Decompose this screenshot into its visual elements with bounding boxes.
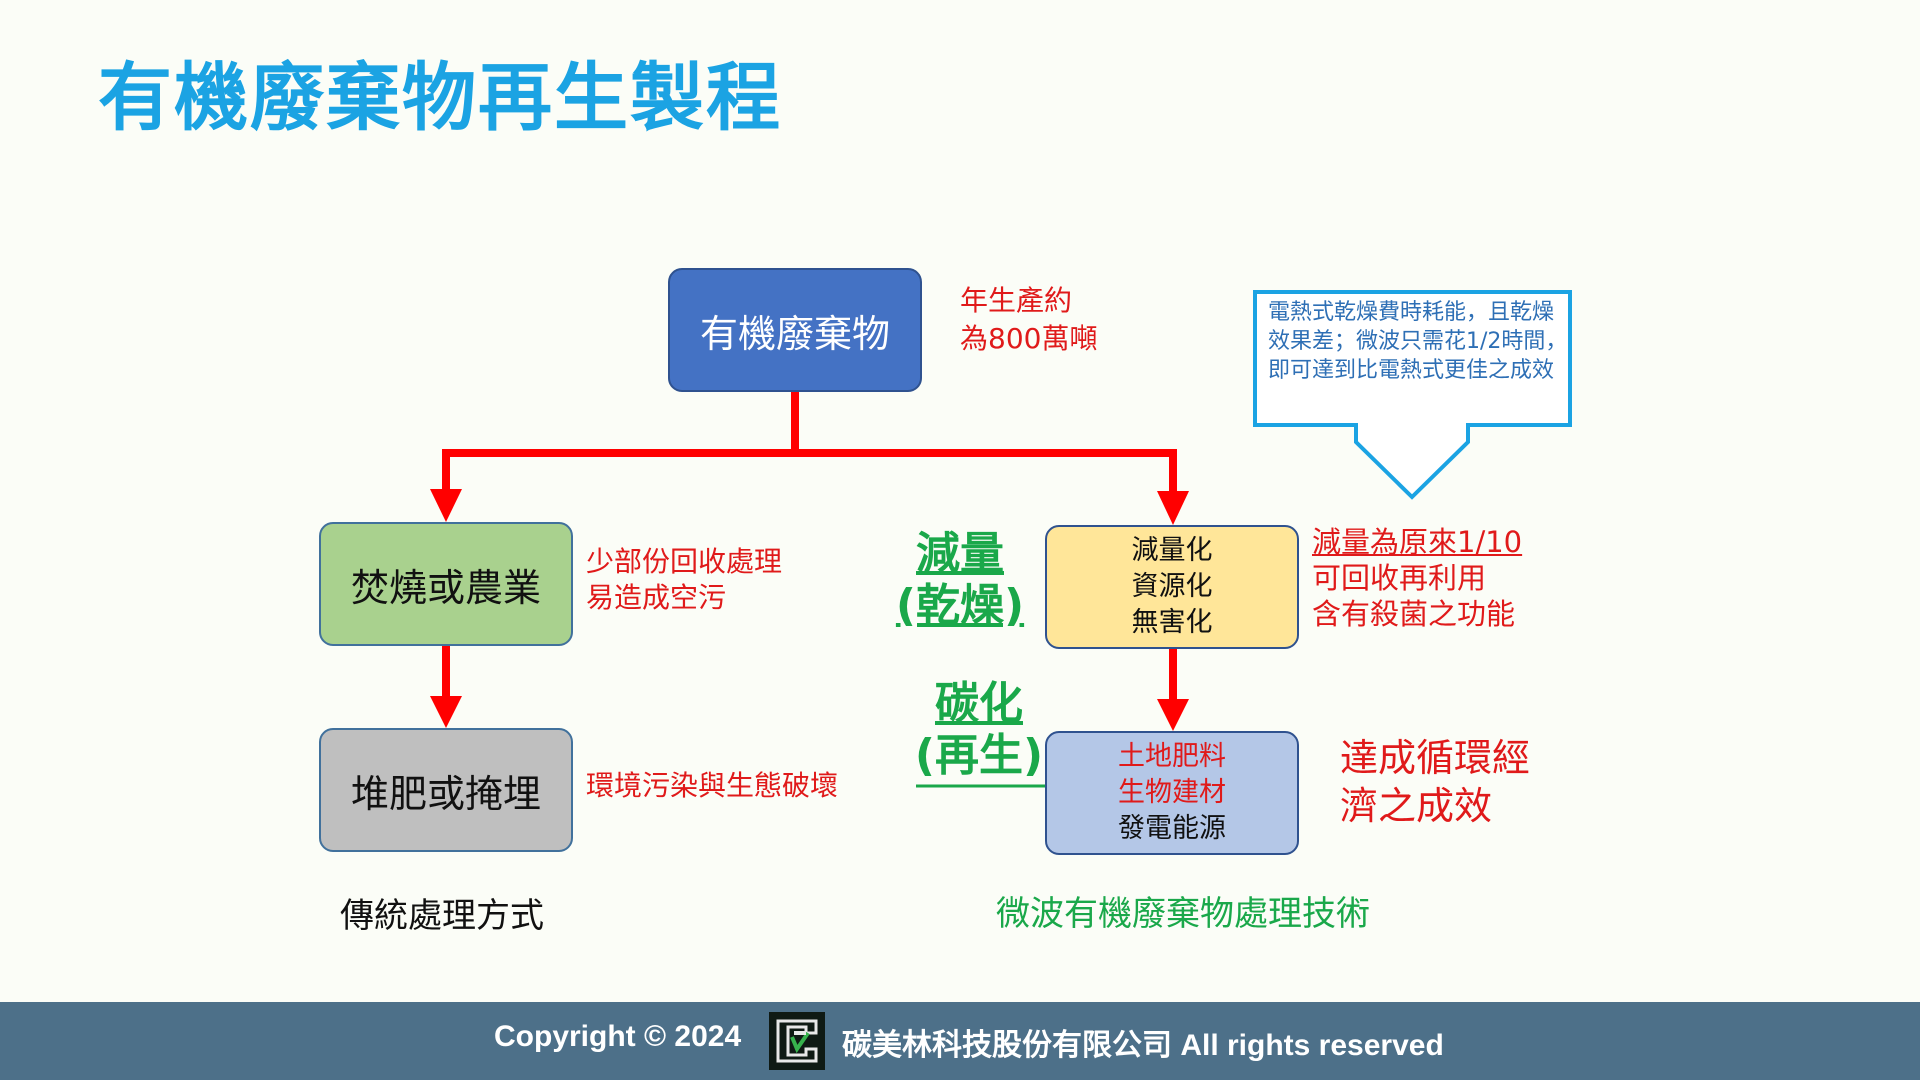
arrowhead-to-reduce <box>1157 491 1189 525</box>
callout-text: 電熱式乾燥費時耗能，且乾燥效果差；微波只需花1/2時間，即可達到比電熱式更佳之成… <box>1268 300 1568 383</box>
label-regen-line-2: (再生) <box>914 730 1044 781</box>
node-incineration: 焚燒或農業 <box>319 522 573 646</box>
arrowhead-to-compost <box>430 696 462 728</box>
node-carbonization: 土地肥料 生物建材 發電能源 <box>1045 731 1299 855</box>
node-compost-label: 堆肥或掩埋 <box>350 771 541 816</box>
note-reduction: 減量為原來1/10 可回收再利用 含有殺菌之功能 <box>1312 524 1522 632</box>
connector-trunk <box>791 392 799 457</box>
connector-branch <box>442 449 1177 457</box>
label-drying: 減量 (乾燥) <box>890 528 1030 632</box>
carbon-line-2: 生物建材 <box>1118 777 1226 808</box>
connector-left-drop <box>442 449 450 489</box>
note-top-line-1: 年生產約 <box>960 284 1073 317</box>
node-compost-landfill: 堆肥或掩埋 <box>319 728 573 852</box>
node-incineration-label: 焚燒或農業 <box>350 565 541 610</box>
note-annual-production: 年生產約 為800萬噸 <box>960 282 1097 358</box>
note-reduce-line-3: 含有殺菌之功能 <box>1312 597 1516 631</box>
note-reduce-line-1: 減量為原來1/10 <box>1312 525 1523 559</box>
label-drying-line-1: 減量 <box>916 528 1004 579</box>
arrowhead-to-burn <box>430 489 462 522</box>
connector-burn-compost <box>442 646 450 696</box>
callout-frame <box>1253 290 1572 500</box>
note-burn-line-2: 易造成空污 <box>586 581 727 614</box>
note-circular-economy: 達成循環經 濟之成效 <box>1340 734 1530 830</box>
connector-reduce-carbon <box>1169 649 1177 699</box>
caption-microwave: 微波有機廢棄物處理技術 <box>996 894 1370 934</box>
node-organic-waste: 有機廢棄物 <box>668 268 922 392</box>
label-regeneration: 碳化 (再生) <box>914 678 1044 782</box>
footer-company: 碳美林科技股份有限公司 All rights reserved <box>842 1029 1444 1062</box>
note-circular-line-2: 濟之成效 <box>1340 784 1493 828</box>
note-top-line-2: 為800萬噸 <box>960 322 1098 355</box>
carbon-line-3: 發電能源 <box>1118 813 1226 844</box>
note-pollution: 環境污染與生態破壞 <box>586 769 839 802</box>
carbon-line-1: 土地肥料 <box>1118 741 1226 772</box>
node-organic-waste-label: 有機廢棄物 <box>699 311 890 356</box>
label-drying-line-2: (乾燥) <box>895 580 1025 631</box>
arrowhead-to-carbon <box>1157 699 1189 731</box>
page-title: 有機廢棄物再生製程 <box>98 55 782 141</box>
note-incineration: 少部份回收處理 易造成空污 <box>586 544 782 616</box>
note-burn-line-1: 少部份回收處理 <box>586 545 783 578</box>
note-circular-line-1: 達成循環經 <box>1340 736 1531 780</box>
footer-copyright: Copyright © 2024 <box>494 1020 742 1053</box>
connector-right-drop <box>1169 449 1177 491</box>
footer-bar <box>0 1002 1920 1080</box>
reduce-line-2: 資源化 <box>1131 571 1213 602</box>
caption-traditional: 傳統處理方式 <box>340 896 544 936</box>
company-logo-icon <box>769 1012 825 1070</box>
note-reduce-line-2: 可回收再利用 <box>1312 561 1487 595</box>
label-regen-line-1: 碳化 <box>935 678 1023 729</box>
node-reduction: 減量化 資源化 無害化 <box>1045 525 1299 649</box>
reduce-line-1: 減量化 <box>1131 535 1213 566</box>
reduce-line-3: 無害化 <box>1131 607 1213 638</box>
